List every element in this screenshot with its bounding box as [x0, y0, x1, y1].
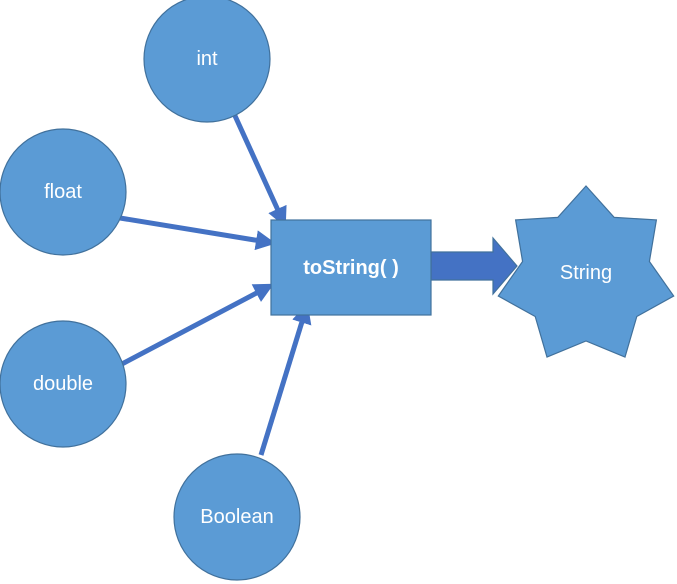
node-double: double [0, 320, 127, 448]
arrow-float-to-tostring [119, 215, 276, 251]
node-int: int [143, 0, 271, 123]
arrow-tostring-to-string [430, 236, 518, 296]
arrow-boolean-to-tostring [258, 303, 312, 456]
node-boolean-label: Boolean [200, 506, 273, 528]
node-float: float [0, 128, 127, 256]
node-int-label: int [196, 48, 218, 70]
node-tostring-label: toString( ) [303, 257, 399, 279]
node-double-label: double [33, 373, 93, 395]
node-tostring: toString( ) [270, 219, 432, 316]
node-string: String [497, 185, 675, 358]
arrow-int-to-tostring [228, 105, 287, 228]
node-float-label: float [44, 181, 82, 203]
arrow-double-to-tostring [118, 283, 274, 368]
node-string-label: String [560, 262, 612, 284]
node-boolean: Boolean [173, 453, 301, 581]
